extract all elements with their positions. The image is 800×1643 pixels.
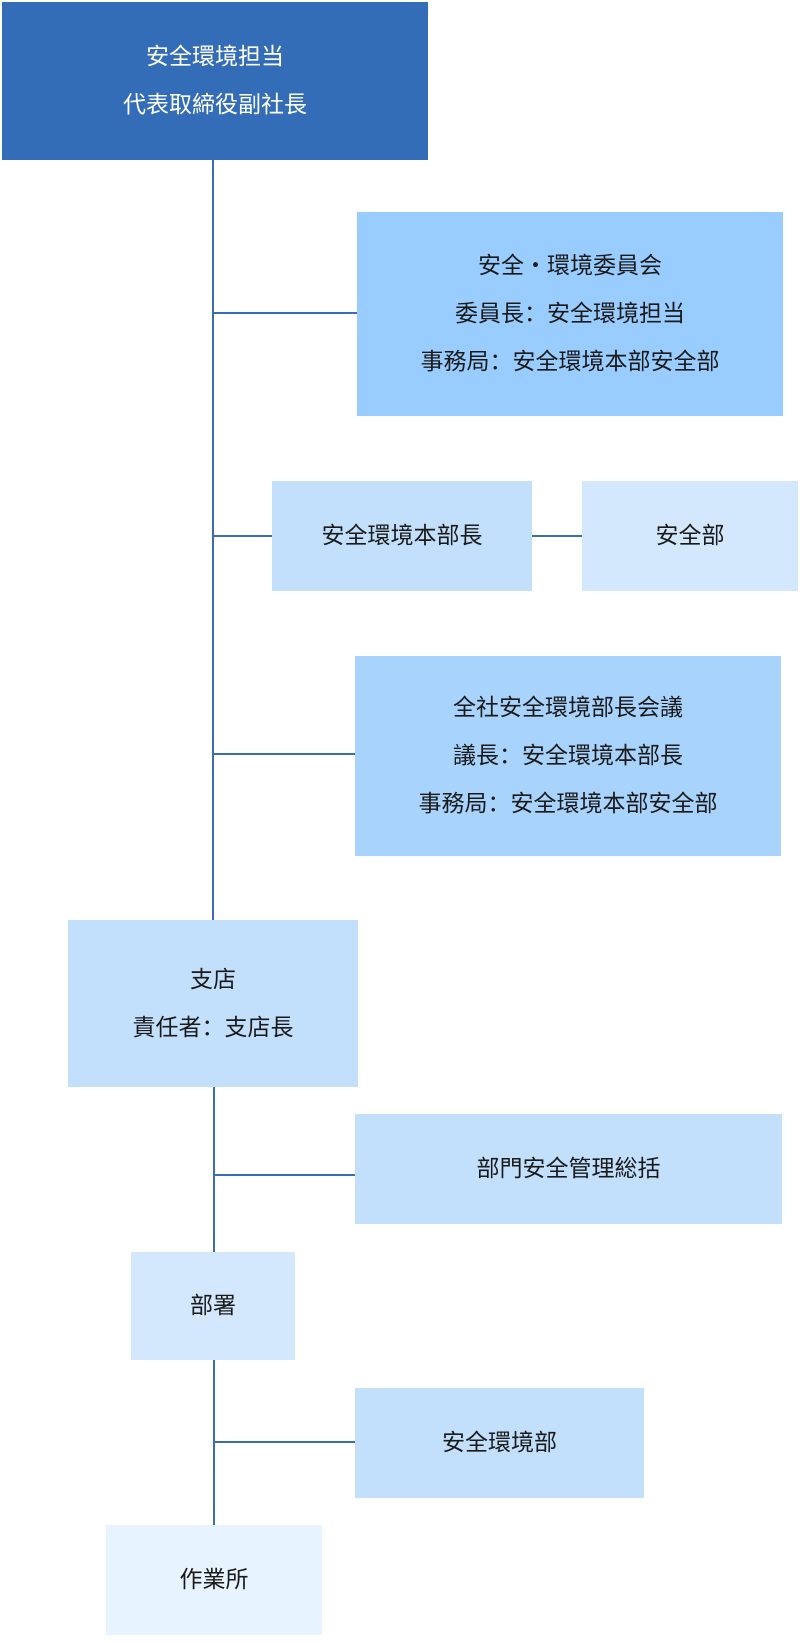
- branch-line-hq-head: [212, 535, 272, 537]
- branch-line-dept-safety: [213, 1174, 355, 1176]
- env-dept-line-1: 安全環境部: [442, 1430, 557, 1456]
- conference-line-2: 議長：安全環境本部長: [453, 743, 683, 769]
- branch-line-env-dept: [213, 1441, 355, 1443]
- top-executive-box: 安全環境担当 代表取締役副社長: [2, 2, 428, 160]
- branch-line-2: 責任者：支店長: [132, 1014, 294, 1041]
- division-box: 部署: [131, 1252, 295, 1360]
- committee-line-2: 委員長：安全環境担当: [455, 301, 685, 327]
- trunk-line-middle: [213, 1087, 215, 1252]
- trunk-line-upper: [212, 160, 214, 920]
- dept-safety-line-1: 部門安全管理総括: [476, 1156, 661, 1182]
- division-line-1: 部署: [190, 1293, 236, 1319]
- safety-dept-line-1: 安全部: [655, 523, 725, 549]
- committee-line-3: 事務局：安全環境本部安全部: [420, 349, 720, 375]
- hq-head-line-1: 安全環境本部長: [321, 523, 483, 549]
- conference-line-3: 事務局：安全環境本部安全部: [418, 791, 718, 817]
- branch-box: 支店 責任者：支店長: [68, 920, 358, 1087]
- hq-head-box: 安全環境本部長: [272, 481, 532, 591]
- safety-dept-box: 安全部: [582, 481, 798, 591]
- worksite-box: 作業所: [106, 1525, 322, 1635]
- committee-box: 安全・環境委員会 委員長：安全環境担当 事務局：安全環境本部安全部: [357, 212, 783, 416]
- top-executive-line-2: 代表取締役副社長: [123, 92, 307, 118]
- top-executive-line-1: 安全環境担当: [146, 44, 284, 70]
- env-dept-box: 安全環境部: [355, 1388, 644, 1498]
- dept-safety-box: 部門安全管理総括: [355, 1114, 782, 1224]
- conference-line-1: 全社安全環境部長会議: [453, 695, 683, 721]
- committee-line-1: 安全・環境委員会: [478, 253, 662, 279]
- branch-line-conference: [212, 753, 355, 755]
- branch-line-1: 支店: [190, 966, 236, 993]
- link-line-safety-dept: [532, 535, 582, 537]
- branch-line-committee: [212, 312, 357, 314]
- conference-box: 全社安全環境部長会議 議長：安全環境本部長 事務局：安全環境本部安全部: [355, 656, 781, 856]
- worksite-line-1: 作業所: [179, 1567, 249, 1593]
